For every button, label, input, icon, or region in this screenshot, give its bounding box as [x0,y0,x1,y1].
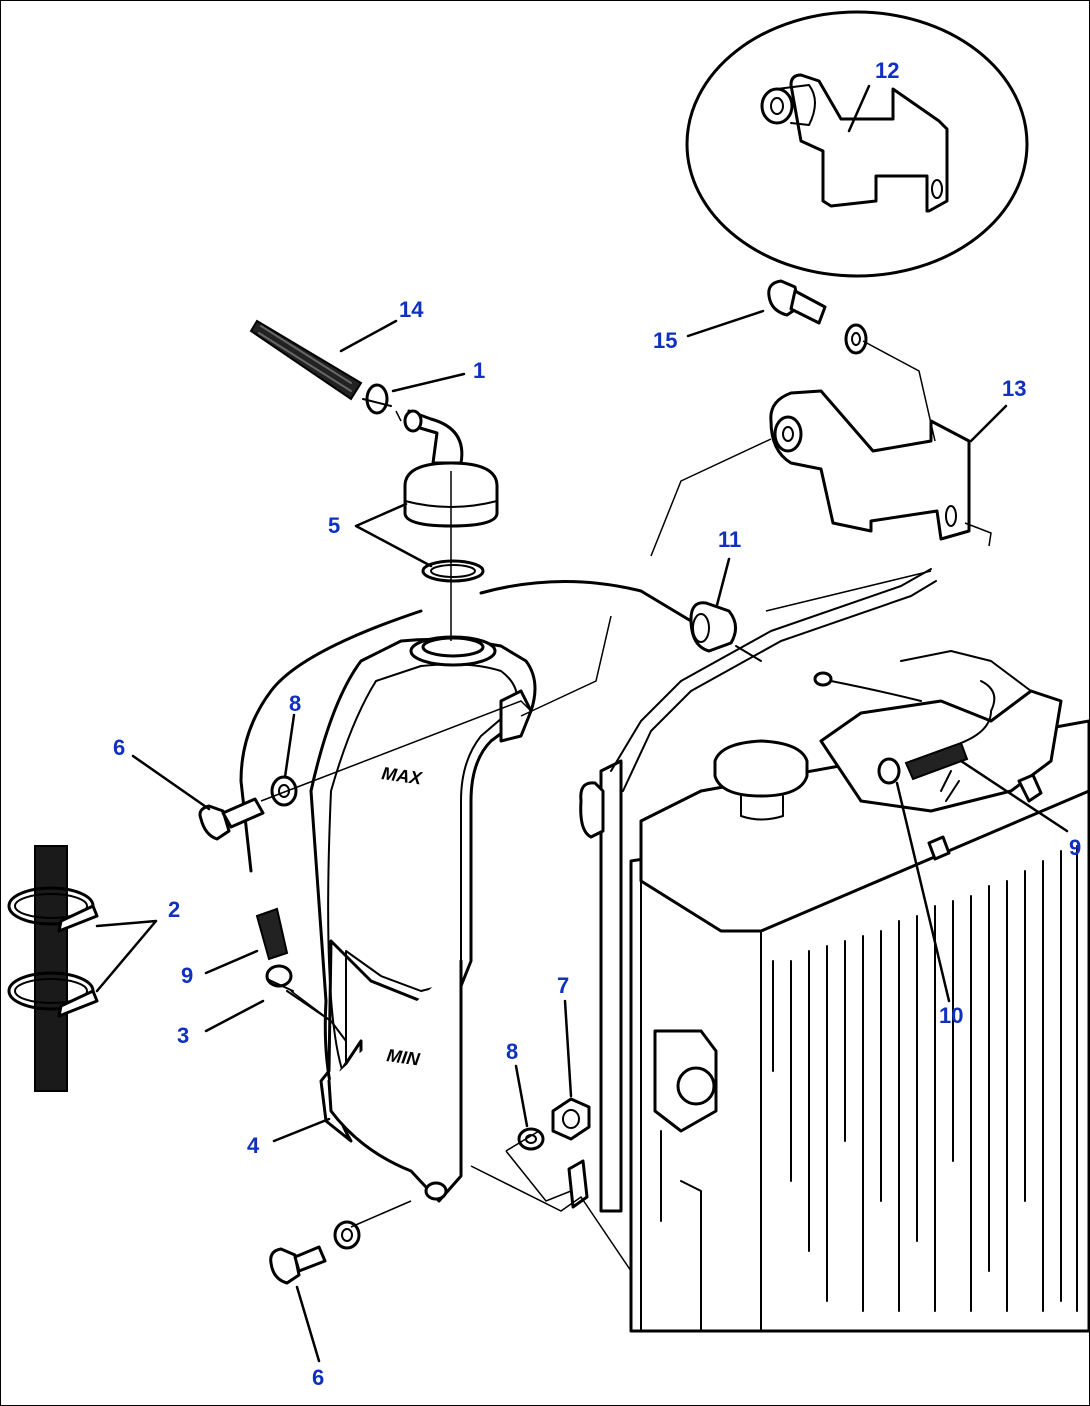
hose-9-right [813,671,1043,861]
detail-inset [685,10,1029,278]
clamp-assembly [7,845,99,1092]
callout-7: 7 [557,973,569,998]
callout-8-upper: 8 [289,691,301,716]
overflow-pipe [239,568,937,873]
callout-15: 15 [653,328,677,353]
callout-3: 3 [177,1023,189,1048]
callout-14: 14 [399,297,424,322]
callout-9-right: 9 [1069,835,1081,860]
bolt-6-lower [269,1220,361,1285]
callout-9-left: 9 [181,963,193,988]
bracket-13 [769,389,971,541]
leader-lines [95,84,1069,1363]
callout-4: 4 [247,1133,260,1158]
radiator [567,650,1089,1333]
min-level-mark: MIN [385,1045,421,1070]
callout-8-lower: 8 [506,1039,518,1064]
callout-10: 10 [939,1003,963,1028]
callout-1: 1 [473,358,485,383]
callout-11: 11 [718,527,741,552]
grommet-icon [689,601,737,653]
radiator-cap-icon [713,739,809,798]
assembly-lines [260,340,992,1272]
callout-5: 5 [328,513,340,538]
callout-6-upper: 6 [113,735,125,760]
callout-6-lower: 6 [312,1365,324,1390]
callout-2: 2 [168,897,180,922]
nut-7-washer-8 [517,1097,591,1151]
callout-12: 12 [875,58,899,83]
bolt-15 [767,279,868,355]
bolt-6-upper [198,775,298,841]
callout-labels: 1 2 3 4 5 6 6 7 8 8 9 9 10 11 12 13 14 1… [113,58,1081,1390]
hose-left-icon [34,845,68,1092]
inset-bracket-icon [789,73,949,213]
expansion-tank: MAX MIN [309,635,537,1203]
hose-14 [249,319,392,415]
callout-13: 13 [1002,376,1026,401]
radiator-fins [772,845,1078,1312]
